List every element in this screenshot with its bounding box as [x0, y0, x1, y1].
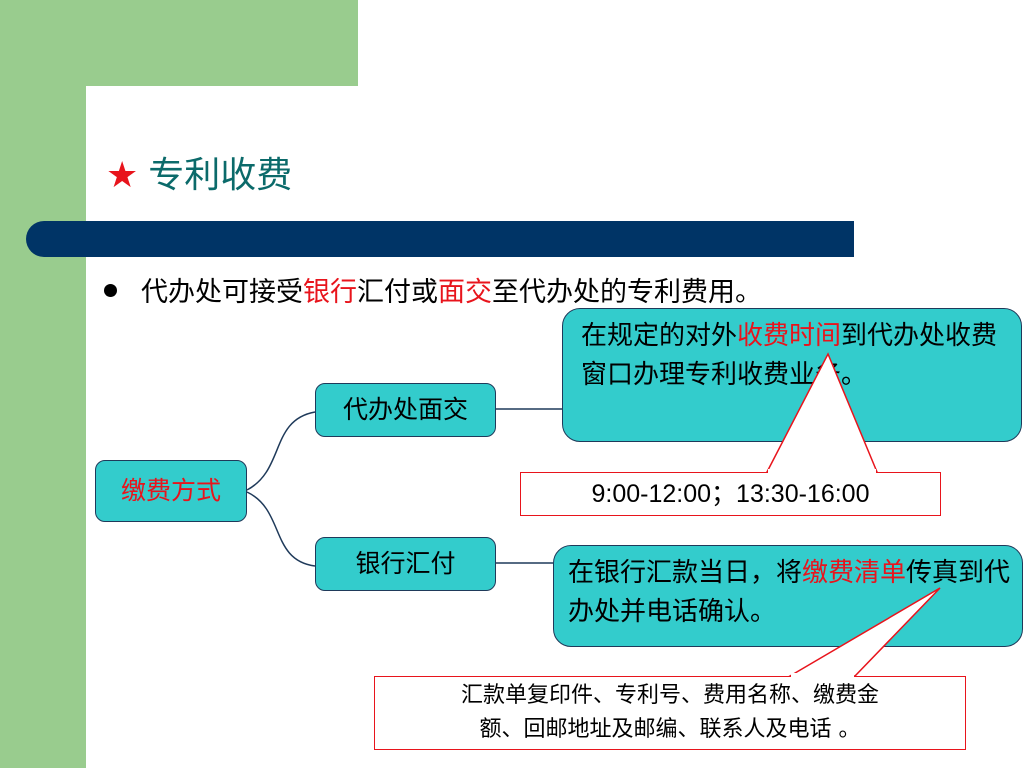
note-bank-transfer-text-1: 在银行汇款当日，将: [568, 558, 803, 588]
callout-office-hours-text: 9:00-12:00；13:30-16:00: [591, 480, 870, 508]
bullet-highlight-bank: 银行: [303, 277, 357, 308]
slide-title-text: 专利收费: [148, 155, 293, 196]
node-bank-transfer-label: 银行汇付: [355, 549, 456, 578]
left-green-band: [0, 0, 86, 768]
title-underline-bar: [26, 221, 854, 257]
star-icon: ★: [106, 155, 139, 196]
callout-fax-contents-line-1: 汇款单复印件、专利号、费用名称、缴费金: [460, 683, 879, 708]
note-bank-transfer: 在银行汇款当日，将缴费清单传真到代办处并电话确认。: [553, 545, 1023, 647]
note-in-person-text-1: 在规定的对外: [581, 321, 738, 351]
note-in-person-highlight: 收费时间: [737, 321, 842, 351]
bullet-text-1: 代办处可接受: [141, 277, 303, 308]
node-bank-transfer: 银行汇付: [315, 537, 496, 591]
node-in-person: 代办处面交: [315, 383, 496, 437]
bullet-point: 代办处可接受银行汇付或面交至代办处的专利费用。: [104, 271, 762, 315]
bullet-text-3: 至代办处的专利费用。: [492, 277, 762, 308]
bullet-highlight-in-person: 面交: [438, 277, 492, 308]
bullet-dot-icon: [104, 284, 117, 297]
note-bank-transfer-text-2: 传真到代办处并电话确认。: [568, 558, 1011, 627]
node-payment-methods: 缴费方式: [95, 460, 247, 522]
callout-fax-contents: 汇款单复印件、专利号、费用名称、缴费金 额、回邮地址及邮编、联系人及电话 。: [374, 676, 966, 750]
node-in-person-label: 代办处面交: [342, 395, 468, 424]
callout-office-hours: 9:00-12:00；13:30-16:00: [520, 472, 941, 516]
top-green-band: [0, 0, 358, 86]
note-in-person: 在规定的对外收费时间到代办处收费窗口办理专利收费业务。: [562, 308, 1022, 442]
slide-title: ★专利收费: [106, 148, 292, 204]
note-bank-transfer-highlight: 缴费清单: [802, 558, 907, 588]
callout-fax-contents-line-2: 额、回邮地址及邮编、联系人及电话 。: [479, 717, 861, 742]
node-payment-methods-label: 缴费方式: [120, 476, 221, 505]
bullet-text-2: 汇付或: [357, 277, 438, 308]
